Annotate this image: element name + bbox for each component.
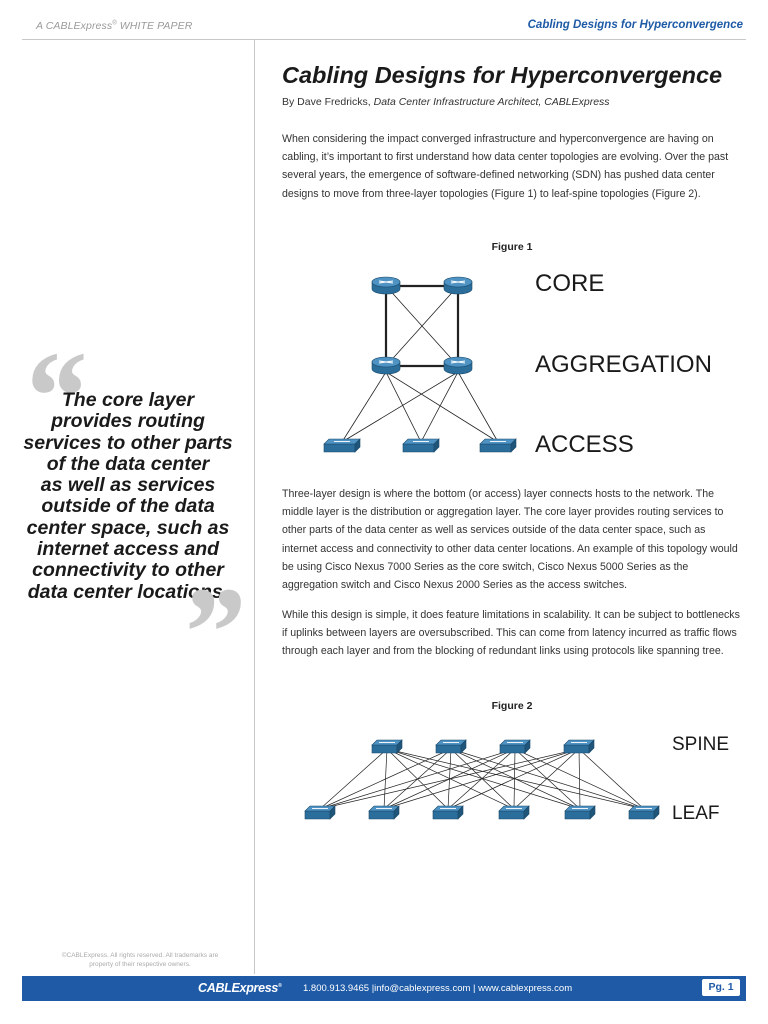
column-divider (254, 40, 255, 974)
open-quote-mark: “ (20, 325, 85, 469)
link-line (319, 748, 452, 810)
footer-bar: CABLExpress® 1.800.913.9465 |info@cablex… (22, 976, 746, 1001)
close-quote-mark: ” (178, 561, 243, 705)
core-router-icon (443, 276, 473, 295)
spine-switch-icon (563, 739, 595, 754)
leaf-switch-icon (628, 805, 660, 820)
footer-phone: 1.800.913.9465 (303, 983, 370, 994)
body-paragraph-2: Three-layer design is where the bottom (… (282, 488, 738, 592)
link-line (341, 371, 387, 443)
pull-quote-text: The core layer provides routing services… (8, 389, 248, 603)
figure-1-devices (323, 276, 517, 453)
aggregation-router-icon (443, 356, 473, 375)
pull-quote-line: of the data center (46, 452, 210, 475)
link-line (341, 371, 459, 443)
link-line (513, 748, 580, 810)
pull-quote-line: services to other parts (23, 431, 233, 454)
link-line (385, 285, 459, 367)
spine-switch-icon (371, 739, 403, 754)
footer-separator: | (473, 983, 476, 994)
footer-separator: | (371, 983, 375, 994)
leaf-switch-icon (498, 805, 530, 820)
document-type-label: A CABLExpress® WHITE PAPER (36, 20, 193, 32)
byline-author: By Dave Fredricks, (282, 96, 374, 108)
link-line (385, 371, 422, 443)
figure-2-devices (304, 739, 660, 820)
copyright-notice: ©CABLExpress. All rights reserved. All t… (22, 951, 258, 969)
core-router-icon (371, 276, 401, 295)
pull-quote: “ The core layer provides routing servic… (0, 332, 254, 698)
link-line (319, 748, 580, 810)
copyright-line: property of their respective owners. (89, 961, 191, 968)
pull-quote-line: outside of the data (41, 495, 215, 518)
body-paragraph-3: While this design is simple, it does fea… (282, 609, 740, 658)
pull-quote-line: provides routing (51, 410, 205, 433)
footer-website-link[interactable]: www.cablexpress.com (478, 983, 573, 994)
link-line (447, 748, 580, 810)
pull-quote-line: The core layer (61, 389, 195, 411)
link-line (450, 748, 581, 810)
page-title: Cabling Designs for Hyperconvergence (282, 62, 723, 88)
footer-email-link[interactable]: info@cablexpress.com (374, 983, 471, 994)
copyright-line: ©CABLExpress. All rights reserved. All t… (61, 952, 219, 959)
link-line (319, 748, 388, 810)
pull-quote-line: center space, such as (26, 516, 230, 539)
access-switch-icon (402, 438, 440, 453)
company-logo: CABLExpress® (198, 981, 282, 995)
byline-role: Data Center Infrastructure Architect, CA… (373, 96, 610, 108)
link-line (386, 748, 581, 810)
leaf-switch-icon (304, 805, 336, 820)
figure-2-caption: Figure 2 (491, 700, 533, 712)
leaf-switch-icon (564, 805, 596, 820)
access-switch-icon (323, 438, 361, 453)
header-divider (22, 39, 746, 40)
link-line (319, 748, 516, 810)
pull-quote-line: internet access and (36, 538, 220, 561)
link-line (385, 371, 499, 443)
layer-label-access: ACCESS (535, 431, 634, 458)
layer-label-leaf: LEAF (672, 803, 720, 824)
footer-contact: 1.800.913.9465 |info@cablexpress.com | w… (303, 983, 572, 994)
link-line (420, 371, 459, 443)
spine-switch-icon (499, 739, 531, 754)
link-line (457, 371, 499, 443)
link-line (513, 748, 516, 810)
aggregation-router-icon (371, 356, 401, 375)
layer-label-aggregation: AGGREGATION (535, 351, 712, 378)
layer-label-core: CORE (535, 270, 605, 297)
pull-quote-line: connectivity to other (32, 559, 224, 582)
link-line (578, 748, 581, 810)
body-paragraph-1: When considering the impact converged in… (282, 133, 729, 200)
pull-quote-line: as well as services (40, 474, 216, 497)
running-header-title: Cabling Designs for Hyperconvergence (527, 19, 743, 31)
link-line (383, 748, 580, 810)
leaf-switch-icon (432, 805, 464, 820)
pull-quote-line: data center locations. (27, 580, 229, 603)
access-switch-icon (479, 438, 517, 453)
byline: By Dave Fredricks, Data Center Infrastru… (282, 96, 610, 108)
link-line (578, 748, 645, 810)
figure-1-caption: Figure 1 (491, 241, 533, 253)
leaf-switch-icon (368, 805, 400, 820)
link-line (514, 748, 581, 810)
spine-switch-icon (435, 739, 467, 754)
page-number: Pg. 1 (702, 979, 740, 996)
figure-2-links (319, 748, 645, 810)
layer-label-spine: SPINE (672, 734, 730, 755)
